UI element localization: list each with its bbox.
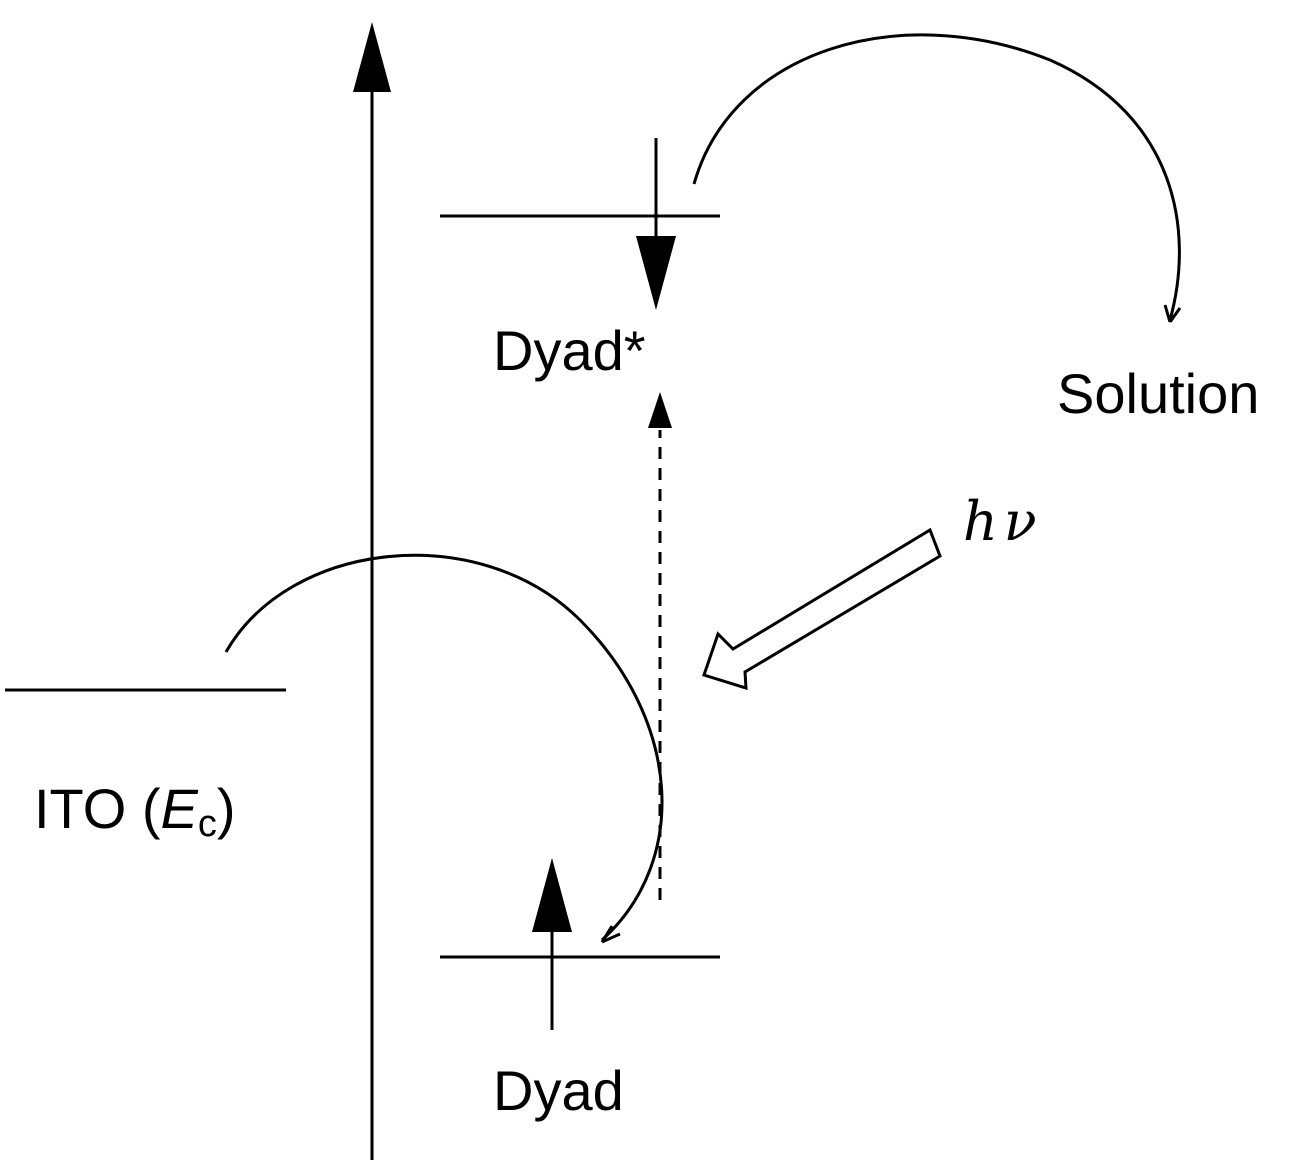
ground-electron-arrowhead: [532, 858, 572, 932]
ito-label: ITO (Ec): [34, 777, 236, 845]
solution-arc-arrowhead: [1163, 304, 1182, 323]
photon-hollow-arrow: [702, 527, 942, 691]
dyad-excited-label: Dyad*: [493, 319, 646, 382]
ito-label-variable: E: [161, 777, 199, 840]
ito-label-suffix: ): [217, 777, 236, 840]
electron-transfer-from-ito-arc: [224, 553, 664, 942]
solution-label: Solution: [1057, 362, 1259, 425]
ito-label-subscript: c: [198, 803, 217, 845]
energy-axis-arrowhead: [353, 22, 391, 92]
dyad-ground-label: Dyad: [493, 1059, 624, 1122]
electron-transfer-to-solution-arc: [692, 33, 1181, 321]
excitation-arrowhead: [648, 392, 672, 428]
photon-label-h: h: [963, 490, 998, 553]
ito-arc-arrowhead: [600, 925, 621, 944]
ito-label-prefix: ITO (: [34, 777, 161, 840]
excited-electron-arrowhead: [636, 236, 676, 310]
photon-label-nu: ν: [1004, 490, 1037, 553]
